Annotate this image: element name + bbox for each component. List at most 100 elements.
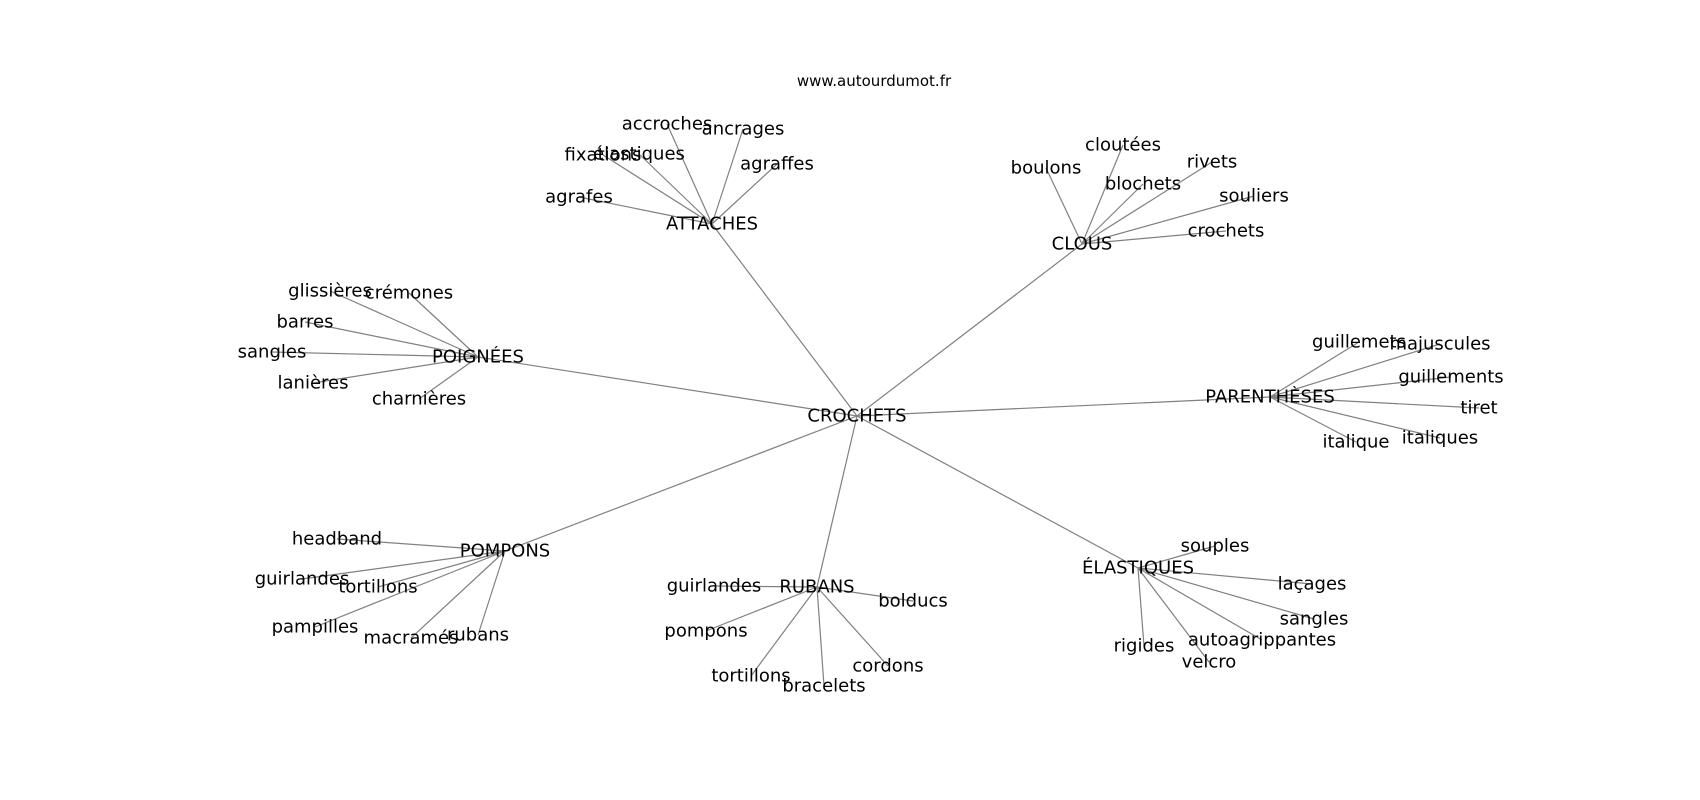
leaf-node-rubans-tortillons: tortillons bbox=[711, 666, 790, 687]
graph-edges bbox=[271, 123, 1480, 687]
edge-attaches-ancrages bbox=[711, 128, 744, 225]
edge-clous-cloutees bbox=[1081, 144, 1124, 245]
center-node-label: CROCHETS bbox=[807, 406, 906, 427]
edge-attaches-elastiques bbox=[638, 153, 713, 225]
leaf-node-elastiques-velcro: velcro bbox=[1182, 652, 1237, 673]
leaf-node-pompons-headband: headband bbox=[292, 529, 382, 550]
edge-poignees-lanieres bbox=[312, 356, 479, 384]
edge-elastiques-rigides bbox=[1137, 567, 1145, 647]
leaf-node-pompons-pampilles: pampilles bbox=[272, 617, 359, 638]
leaf-node-parentheses-guillements: guillements bbox=[1398, 367, 1503, 388]
leaf-node-poignees-barres: barres bbox=[277, 312, 334, 333]
leaf-node-elastiques-sangles: sangles bbox=[1280, 609, 1349, 630]
leaf-node-rubans-bracelets: bracelets bbox=[782, 676, 865, 697]
leaf-node-elastiques-autoagrippantes: autoagrippantes bbox=[1188, 630, 1336, 651]
leaf-node-clous-cloutees: cloutées bbox=[1085, 135, 1161, 156]
leaf-node-elastiques-lacages: laçages bbox=[1278, 574, 1347, 595]
leaf-node-poignees-glissieres: glissières bbox=[288, 281, 372, 302]
edge-clous-crochets bbox=[1081, 230, 1227, 245]
leaf-node-rubans-pompons: pompons bbox=[664, 621, 747, 642]
edge-center-poignees bbox=[477, 356, 858, 417]
edge-clous-rivets bbox=[1081, 161, 1213, 245]
edge-elastiques-lacages bbox=[1137, 567, 1313, 585]
leaf-node-poignees-sangles: sangles bbox=[238, 342, 307, 363]
leaf-node-pompons-rubans: rubans bbox=[447, 625, 509, 646]
leaf-node-parentheses-italique: italique bbox=[1323, 432, 1390, 453]
edge-elastiques-sangles bbox=[1137, 567, 1315, 620]
source-caption: www.autourdumot.fr bbox=[796, 72, 952, 90]
leaf-node-parentheses-guillemets: guillemets bbox=[1312, 332, 1406, 353]
leaf-node-pompons-tortillons: tortillons bbox=[338, 577, 417, 598]
leaf-node-attaches-agraffes: agraffes bbox=[740, 154, 814, 175]
leaf-node-rubans-cordons: cordons bbox=[852, 656, 923, 677]
leaf-node-rubans-bolducs: bolducs bbox=[878, 591, 948, 612]
leaf-node-pompons-guirlandes: guirlandes bbox=[255, 569, 350, 590]
edge-attaches-agraffes bbox=[711, 163, 778, 225]
leaf-node-rubans-guirlandes: guirlandes bbox=[667, 576, 762, 597]
edge-rubans-pompons bbox=[705, 586, 818, 632]
leaf-node-poignees-charnieres: charnières bbox=[372, 389, 466, 410]
edge-center-parentheses bbox=[856, 396, 1271, 417]
edge-rubans-tortillons bbox=[750, 586, 818, 677]
edge-attaches-fixations bbox=[602, 154, 713, 225]
edge-pompons-headband bbox=[336, 538, 506, 552]
hub-node-rubans: RUBANS bbox=[779, 577, 854, 598]
leaf-node-pompons-macrames: macramés bbox=[364, 628, 459, 649]
edge-center-rubans bbox=[816, 415, 858, 588]
leaf-node-parentheses-tiret: tiret bbox=[1460, 398, 1497, 419]
leaf-node-attaches-agrafes: agrafes bbox=[545, 187, 613, 208]
edge-attaches-agrafes bbox=[578, 196, 713, 225]
leaf-node-clous-blochets: blochets bbox=[1105, 174, 1181, 195]
edge-rubans-bracelets bbox=[816, 586, 825, 687]
hub-node-elastiques: ÉLASTIQUES bbox=[1082, 557, 1194, 579]
edge-center-pompons bbox=[504, 415, 858, 552]
leaf-node-poignees-lanieres: lanières bbox=[278, 373, 349, 394]
edge-center-clous bbox=[856, 243, 1083, 417]
hub-node-clous: CLOUS bbox=[1052, 234, 1113, 255]
edge-parentheses-majuscules bbox=[1269, 343, 1441, 398]
leaf-node-attaches-ancrages: ancrages bbox=[702, 119, 785, 140]
leaf-node-attaches-elastiques: élastiques bbox=[593, 144, 685, 165]
edge-clous-boulons bbox=[1045, 167, 1083, 245]
edge-parentheses-italique bbox=[1269, 396, 1357, 443]
leaf-node-attaches-accroches: accroches bbox=[622, 114, 713, 135]
edge-pompons-macrames bbox=[410, 550, 506, 639]
edge-poignees-cremones bbox=[408, 292, 479, 358]
edge-pompons-guirlandes bbox=[301, 550, 506, 580]
leaf-node-parentheses-italiques: italiques bbox=[1402, 428, 1478, 449]
edge-elastiques-velcro bbox=[1137, 567, 1210, 663]
leaf-node-clous-souliers: souliers bbox=[1219, 186, 1289, 207]
edge-clous-blochets bbox=[1081, 183, 1144, 245]
leaf-node-poignees-cremones: crémones bbox=[365, 283, 453, 304]
edge-parentheses-tiret bbox=[1269, 396, 1480, 409]
edge-rubans-cordons bbox=[816, 586, 889, 667]
edge-pompons-rubans bbox=[477, 550, 506, 636]
edge-rubans-guirlandes bbox=[713, 585, 818, 588]
leaf-node-parentheses-majuscules: majuscules bbox=[1389, 334, 1490, 355]
leaf-node-elastiques-souples: souples bbox=[1181, 536, 1250, 557]
hub-node-attaches: ATTACHES bbox=[666, 214, 758, 235]
edge-poignees-charnieres bbox=[418, 356, 479, 400]
edge-parentheses-guillemets bbox=[1269, 341, 1360, 398]
edge-pompons-tortillons bbox=[377, 550, 506, 588]
edge-rubans-bolducs bbox=[816, 586, 914, 602]
leaf-node-clous-boulons: boulons bbox=[1011, 158, 1082, 179]
edge-poignees-barres bbox=[304, 321, 479, 358]
edge-poignees-glissieres bbox=[329, 290, 479, 358]
edge-center-attaches bbox=[711, 223, 858, 417]
edge-attaches-accroches bbox=[666, 123, 713, 225]
hub-node-parentheses: PARENTHÈSES bbox=[1205, 386, 1335, 408]
edge-parentheses-italiques bbox=[1269, 396, 1441, 439]
edge-elastiques-autoagrippantes bbox=[1137, 567, 1263, 641]
edge-center-elastiques bbox=[856, 415, 1139, 569]
edge-poignees-sangles bbox=[271, 351, 479, 358]
leaf-node-clous-rivets: rivets bbox=[1187, 152, 1238, 173]
hub-node-pompons: POMPONS bbox=[460, 541, 550, 562]
hub-node-poignees: POIGNÉES bbox=[432, 346, 524, 368]
edge-parentheses-guillements bbox=[1269, 376, 1452, 398]
edge-pompons-pampilles bbox=[314, 550, 506, 628]
leaf-node-attaches-fixations: fixations bbox=[565, 145, 642, 166]
edge-clous-souliers bbox=[1081, 195, 1255, 245]
